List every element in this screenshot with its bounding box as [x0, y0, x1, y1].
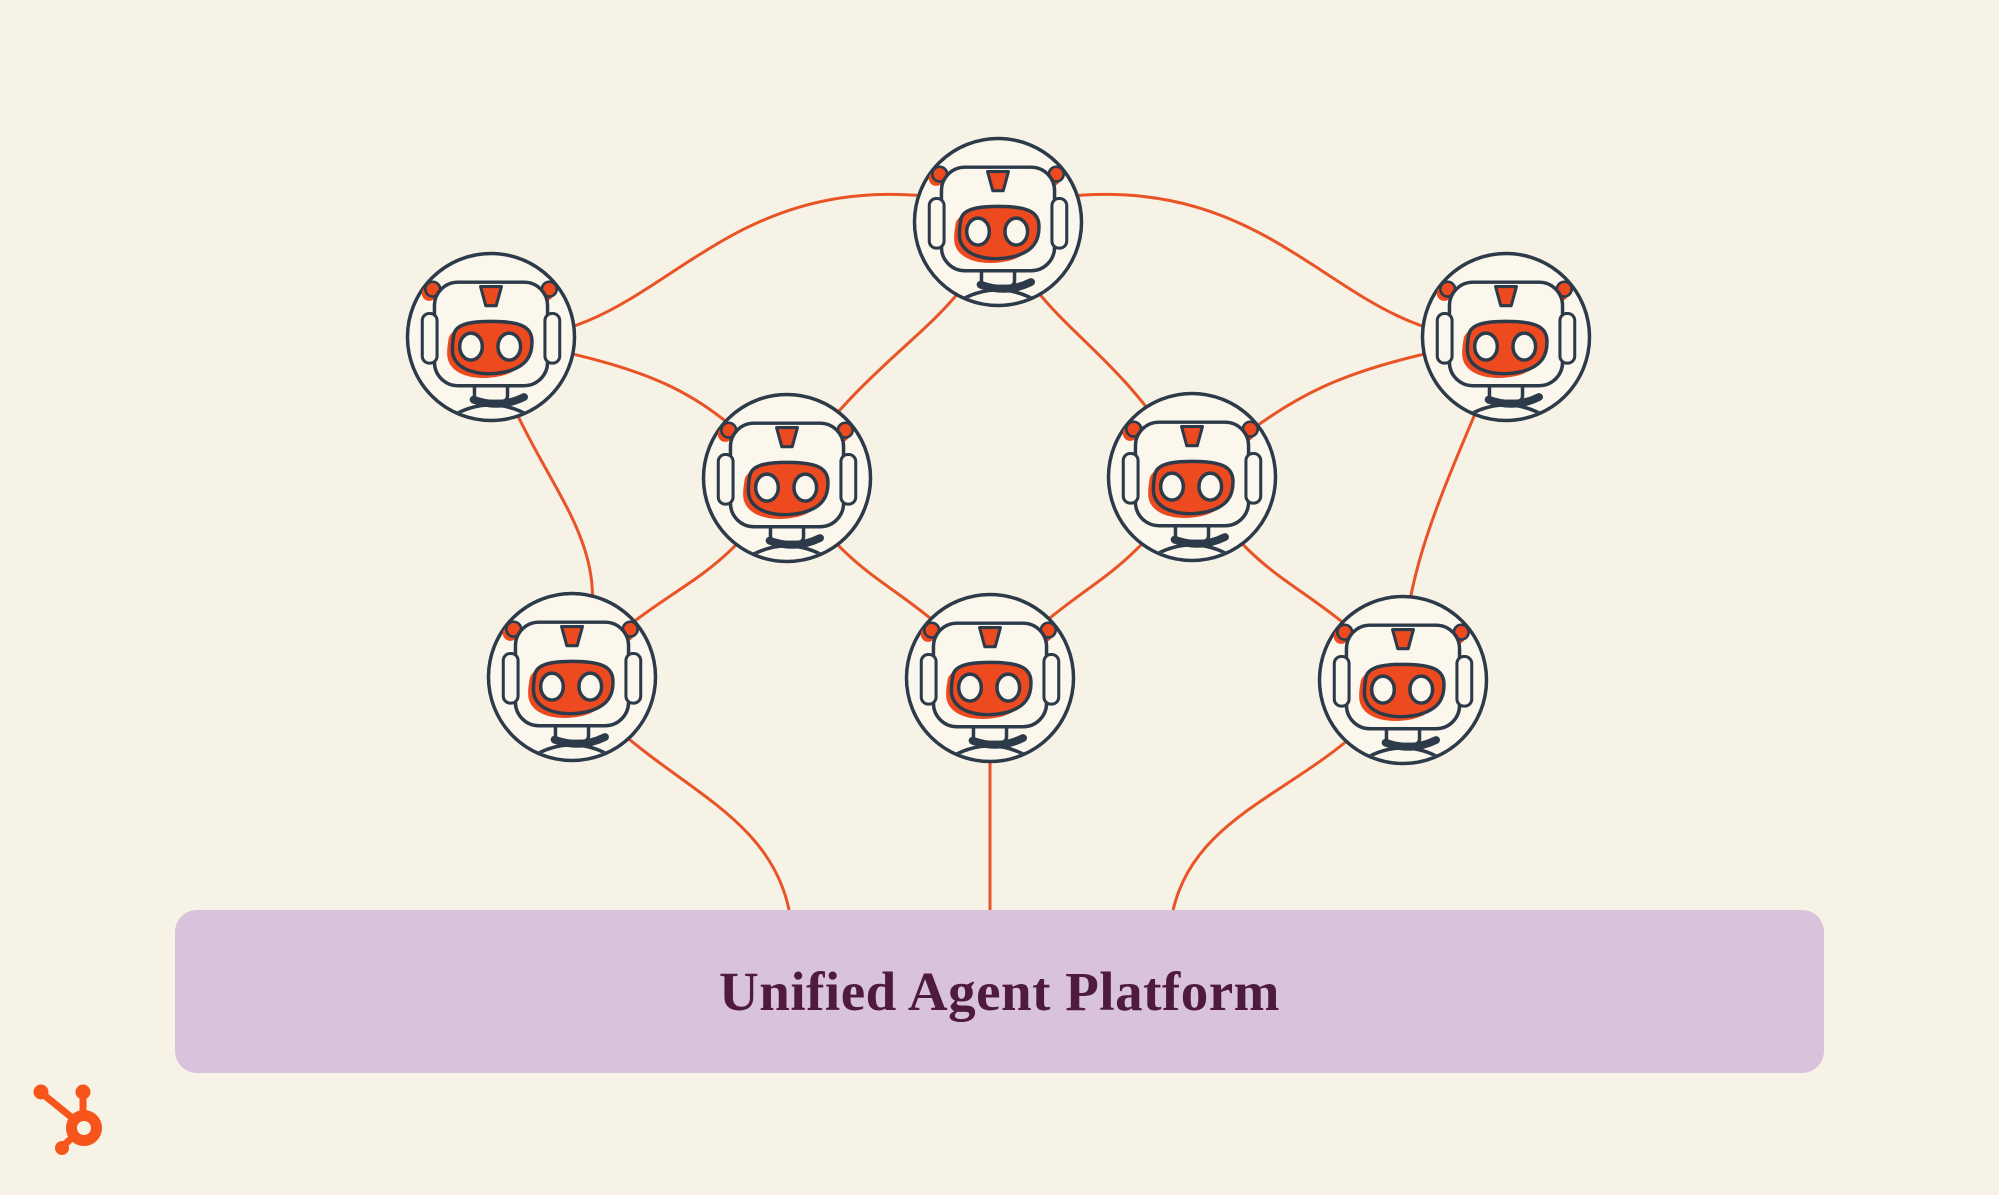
- hubspot-sprocket-icon: [33, 1084, 102, 1155]
- agent-lower-right: [1319, 596, 1486, 772]
- agent-upper-right: [1422, 253, 1589, 429]
- agent-lower-left: [488, 593, 655, 769]
- platform-label: Unified Agent Platform: [719, 961, 1280, 1022]
- agent-mid-right: [1108, 393, 1275, 569]
- agent-nodes: [407, 138, 1589, 772]
- agent-mid-left: [703, 394, 870, 570]
- agent-lower-center: [906, 594, 1073, 770]
- agent-upper-left: [407, 253, 574, 429]
- unified-agent-platform-bar: Unified Agent Platform: [175, 910, 1824, 1073]
- agent-top: [914, 138, 1081, 314]
